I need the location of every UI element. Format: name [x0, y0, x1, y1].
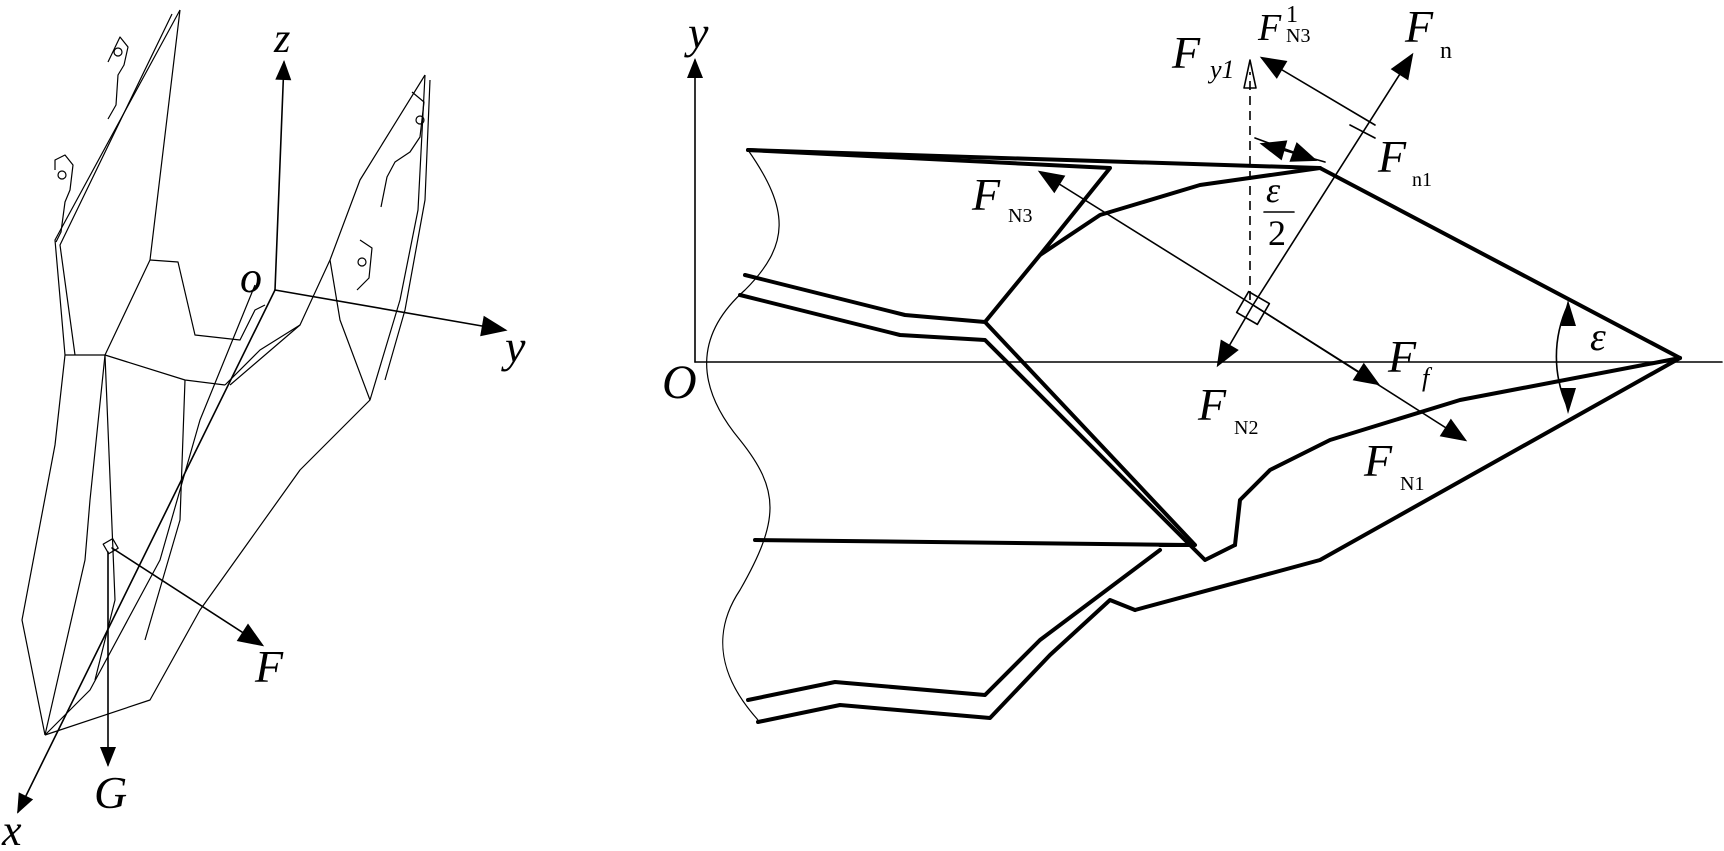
right-2d-section-view: y O F y1 F 1 N3 F n F n1 F N3 ε 2 F — [662, 1, 1723, 724]
svg-text:F: F — [1171, 27, 1201, 78]
svg-text:N1: N1 — [1400, 473, 1424, 495]
origin-O-label: O — [662, 356, 697, 409]
origin-o-label: o — [240, 253, 262, 302]
fN1-label: F N1 — [1363, 435, 1424, 495]
left-3d-tool-view: z o y x F G — [1, 9, 526, 851]
fy1-label: F y1 — [1171, 27, 1235, 84]
y-axis-label: y — [501, 321, 526, 372]
x-axis-label: x — [1, 806, 22, 851]
epsilon-arrowhead-bottom — [1561, 388, 1576, 414]
x-axis-arrow — [17, 289, 276, 814]
fN2-label: F N2 — [1197, 379, 1258, 439]
svg-text:ε: ε — [1266, 170, 1281, 210]
svg-text:F: F — [1387, 331, 1417, 382]
element-square — [1235, 290, 1271, 326]
force-f-arrow — [111, 547, 265, 647]
svg-text:f: f — [1422, 363, 1433, 392]
force-point-marker — [102, 538, 119, 555]
svg-text:N2: N2 — [1234, 417, 1258, 439]
svg-text:1: 1 — [1286, 2, 1298, 28]
y-axis-arrow — [274, 289, 508, 337]
svg-text:F: F — [1363, 435, 1393, 486]
svg-text:F: F — [1377, 131, 1407, 182]
left-blade — [21, 9, 266, 736]
svg-text:y1: y1 — [1207, 55, 1235, 84]
center-ridge — [44, 284, 256, 736]
fN3-arrow — [1037, 170, 1254, 306]
ff-label: F f — [1387, 331, 1433, 392]
svg-text:2: 2 — [1268, 213, 1286, 253]
gravity-g-label: G — [94, 767, 127, 818]
right-blade — [44, 74, 431, 736]
svg-text:F: F — [1197, 379, 1227, 430]
z-axis-arrow — [274, 60, 292, 291]
svg-text:n1: n1 — [1412, 169, 1432, 191]
y-axis-right-label: y — [684, 7, 709, 58]
svg-text:F: F — [1404, 1, 1434, 52]
svg-text:n: n — [1440, 38, 1452, 64]
svg-text:F: F — [1257, 7, 1282, 49]
fn-arrow — [1252, 52, 1414, 306]
fn1-small-arrow-left — [1259, 140, 1326, 163]
svg-text:N3: N3 — [1286, 25, 1310, 47]
force-f-label: F — [254, 641, 284, 692]
ff-arrow — [1252, 304, 1381, 386]
fn-label: F n — [1404, 1, 1452, 64]
fN3-label: F N3 — [971, 169, 1032, 227]
svg-text:F: F — [971, 169, 1001, 220]
fN2-arrow — [1216, 304, 1254, 368]
fy1-arrowhead — [1243, 59, 1257, 89]
fn1-small-label: F n1 — [1377, 131, 1432, 191]
epsilon-angle-label: ε — [1590, 314, 1606, 359]
half-epsilon-label: ε 2 — [1263, 170, 1295, 253]
break-line — [706, 149, 780, 721]
fn1-small-leader — [1349, 124, 1376, 139]
tool-outline — [738, 148, 1682, 724]
fn3-prime-arrow — [1259, 56, 1376, 126]
fn3-prime-label: F 1 N3 — [1257, 2, 1310, 49]
svg-text:N3: N3 — [1008, 205, 1032, 227]
epsilon-arrowhead-top — [1561, 300, 1576, 326]
z-axis-label: z — [273, 16, 290, 62]
